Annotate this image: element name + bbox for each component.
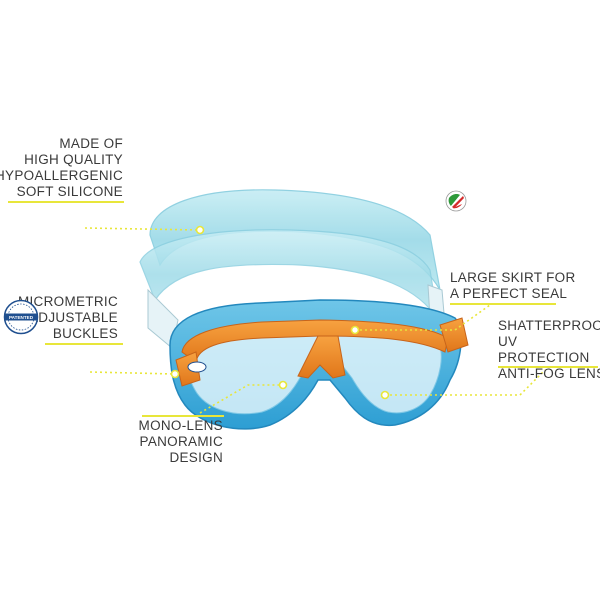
- callout-skirt-line-2: A PERFECT SEAL: [450, 286, 568, 301]
- callout-lens: MONO-LENS PANORAMIC DESIGN: [139, 418, 223, 466]
- dot-skirt: [350, 325, 360, 335]
- leader-skirt: [355, 304, 491, 331]
- leader-dots: [170, 225, 390, 400]
- callout-protection-line-3: ANTi-FOG LENS: [498, 366, 600, 381]
- callout-material-line-4: SOFT SILICONE: [16, 184, 123, 199]
- callout-buckles-line-1: MICROMETRIC: [17, 294, 118, 309]
- leader-lens: [199, 384, 283, 414]
- underline-skirt: [450, 303, 556, 305]
- callout-material-line-1: MADE OF: [59, 136, 123, 151]
- dot-lens: [278, 380, 288, 390]
- callout-material: MADE OF HIGH QUALITY HYPOALLERGENIC SOFT…: [0, 136, 123, 200]
- callout-buckles-line-2: ADJUSTABLE: [28, 310, 118, 325]
- patented-seal-icon: PATENTED: [3, 299, 39, 335]
- callout-skirt-line-1: LARGE SKIRT FOR: [450, 270, 576, 285]
- callout-lens-line-2: PANORAMIC: [139, 434, 223, 449]
- leader-protection: [385, 369, 546, 396]
- italian-flag-emblem: [445, 190, 467, 212]
- leader-lines: [84, 227, 546, 414]
- dot-buckles: [170, 369, 180, 379]
- underline-buckles: [45, 343, 123, 345]
- callout-buckles-line-3: BUCKLES: [52, 326, 118, 341]
- dot-protection: [380, 390, 390, 400]
- underline-material: [8, 201, 124, 203]
- orange-bridge: [297, 335, 346, 379]
- brand-logo: [187, 361, 207, 373]
- leader-material: [84, 227, 201, 231]
- callout-buckles: MICROMETRIC ADJUSTABLE BUCKLES: [18, 294, 118, 342]
- callout-lens-line-1: MONO-LENS: [138, 418, 223, 433]
- callout-material-line-3: HYPOALLERGENIC: [0, 168, 123, 183]
- callout-lens-line-3: DESIGN: [169, 450, 223, 465]
- dot-material: [195, 225, 205, 235]
- leader-buckles: [89, 371, 176, 375]
- badge-text: PATENTED: [9, 315, 34, 320]
- callout-skirt: LARGE SKIRT FOR A PERFECT SEAL: [450, 270, 576, 302]
- callout-protection: SHATTERPROOF UV PROTECTION ANTi-FOG LENS: [498, 318, 600, 382]
- callout-protection-line-1: SHATTERPROOF: [498, 318, 600, 333]
- underline-protection: [498, 366, 598, 368]
- callout-material-line-2: HIGH QUALITY: [24, 152, 123, 167]
- underline-lens: [142, 415, 224, 417]
- callout-protection-line-2: UV PROTECTION: [498, 334, 590, 365]
- orange-side-left: [175, 351, 201, 387]
